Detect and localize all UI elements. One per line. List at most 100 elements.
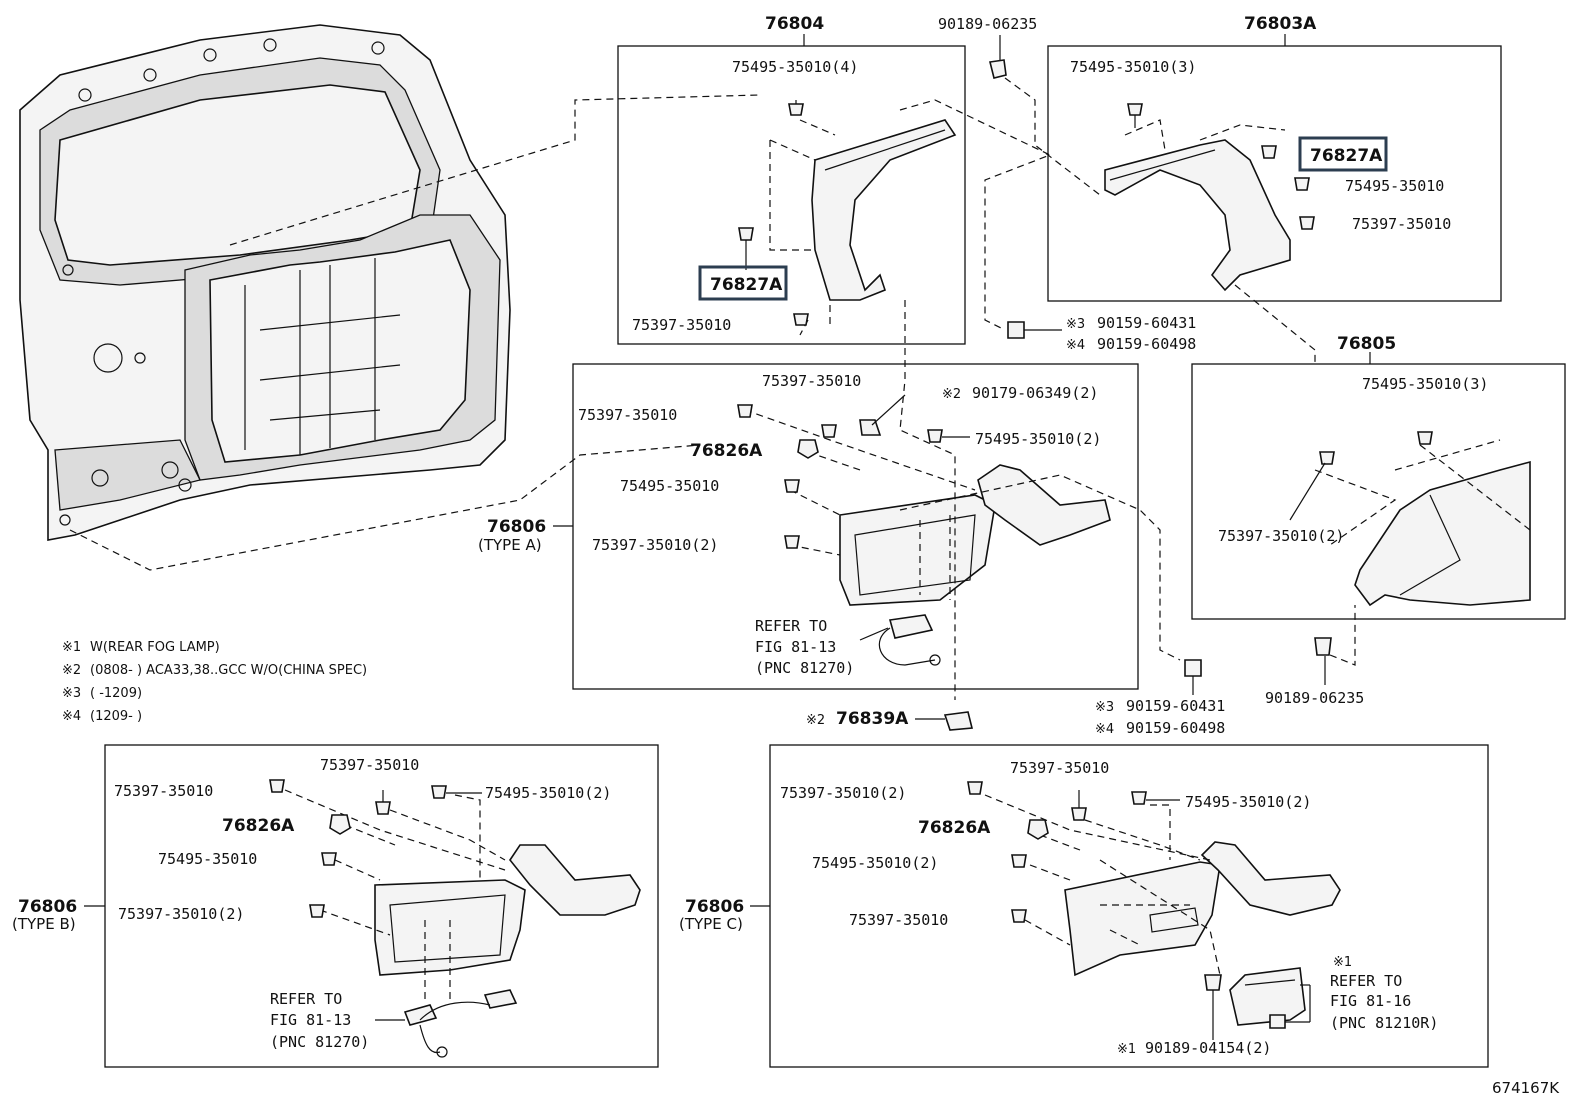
label-90159-60431-top: 90159-60431 [1097,314,1196,332]
labels: 76804 76803A 76805 90189-06235 75495-350… [12,14,1560,1097]
label-76806-b: 76806 [18,897,77,917]
label-75397-35010-2-c: 75397-35010(2) [780,784,906,802]
label-76826a-c: 76826A [918,818,991,838]
clip-icon [927,429,943,443]
label-76826a-a: 76826A [690,441,763,461]
label-90189-04154-2: 90189-04154(2) [1145,1039,1271,1057]
label-type-a: (TYPE A) [478,536,542,554]
label-90159-60498-top: 90159-60498 [1097,335,1196,353]
label-76827a-left: 76827A [710,275,783,295]
back-door-panel [19,24,511,541]
label-fig-81-13-a: FIG 81-13 [755,638,836,656]
label-75495-35010-2-a: 75495-35010(2) [975,430,1101,448]
label-75397-35010-c-top: 75397-35010 [1010,759,1109,777]
clip-icon [1131,791,1147,805]
clip-icon [784,535,800,549]
clip-icon [1071,807,1087,821]
label-76839a: 76839A [836,709,909,729]
box-76805 [1191,363,1566,620]
screw-icon [1204,974,1222,991]
label-75495-35010-3-right: 75495-35010(3) [1362,375,1488,393]
label-pnc-81270-b: (PNC 81270) [270,1033,369,1051]
label-75397-35010-box2: 75397-35010 [1352,215,1451,233]
label-75495-35010-a: 75495-35010 [620,477,719,495]
label-90189-06235-top: 90189-06235 [938,15,1037,33]
svg-text:※4: ※4 [1095,722,1114,737]
clip-icon [1294,177,1310,191]
box-76804 [617,45,966,345]
svg-text:※3: ※3 [1066,317,1085,332]
label-76826a-b: 76826A [222,816,295,836]
svg-text:※3: ※3 [62,686,81,701]
clip-icon [967,781,983,795]
label-76803a: 76803A [1244,14,1317,34]
svg-text:REFER TO: REFER TO [270,990,342,1008]
label-75397-35010-2-a: 75397-35010(2) [592,536,718,554]
clip-icon [375,801,391,815]
clip-icon [737,404,753,418]
fog-lamp-icon [1229,967,1306,1026]
clip-icon [1417,431,1433,445]
label-type-b: (TYPE B) [12,915,76,933]
license-lamp-icon [403,989,518,1058]
box-76806-type-c [769,744,1489,1068]
svg-text:REFER TO: REFER TO [755,617,827,635]
svg-text:※2: ※2 [62,663,81,678]
clip-icon [784,479,800,493]
label-75495-35010-box2: 75495-35010 [1345,177,1444,195]
clip-icon [431,785,447,799]
label-75397-35010-b-top: 75397-35010 [320,756,419,774]
label-76827a-right: 76827A [1310,146,1383,166]
note-3: ( -1209) [90,686,142,701]
svg-text:※1: ※1 [1117,1042,1136,1057]
clip-icon [309,904,325,918]
label-75397-35010-a-left: 75397-35010 [578,406,677,424]
screw-icon [1007,321,1025,339]
screw-icon [1269,1014,1286,1029]
clip-icon [269,779,285,793]
nut-icon [329,814,351,835]
svg-text:※3: ※3 [1095,700,1114,715]
clip-icon [1011,909,1027,923]
nut-icon [797,439,819,459]
diagram-id: 674167K [1492,1079,1560,1097]
svg-text:※2: ※2 [942,387,961,402]
label-75397-35010-2-b: 75397-35010(2) [118,905,244,923]
label-pnc-81270-a: (PNC 81270) [755,659,854,677]
label-76806-a: 76806 [487,517,546,537]
note-2: (0808- ) ACA33,38..GCC W/O(CHINA SPEC) [90,663,367,678]
bracket-icon [859,419,882,436]
clip-icon [1299,216,1315,230]
label-75495-35010-2-c-top: 75495-35010(2) [1185,793,1311,811]
label-75397-35010-box1: 75397-35010 [632,316,731,334]
note-4: (1209- ) [90,709,142,724]
license-lamp-icon [878,614,941,666]
nut-icon [1027,819,1049,840]
clip-icon [788,103,804,116]
screw-icon [1314,637,1332,656]
label-75397-35010-b-left: 75397-35010 [114,782,213,800]
label-90179-06349-2: 90179-06349(2) [972,384,1098,402]
screw-icon [1184,659,1202,677]
label-type-c: (TYPE C) [679,915,743,933]
label-76806-c: 76806 [685,897,744,917]
label-90189-06235-bottom: 90189-06235 [1265,689,1364,707]
svg-text:※4: ※4 [1066,338,1085,353]
label-pnc-81210r: (PNC 81210R) [1330,1014,1438,1032]
svg-text:REFER TO: REFER TO [1330,972,1402,990]
label-76804: 76804 [765,14,824,34]
label-75397-35010-c: 75397-35010 [849,911,948,929]
clip-icon [793,313,809,326]
label-75495-35010-3-top: 75495-35010(3) [1070,58,1196,76]
box-76803a [1047,45,1502,365]
label-90159-60431-bottom: 90159-60431 [1126,697,1225,715]
label-75397-35010-a-top: 75397-35010 [762,372,861,390]
label-75495-35010-b: 75495-35010 [158,850,257,868]
label-76805: 76805 [1337,334,1396,354]
svg-text:※2: ※2 [806,713,825,728]
door-leaders [69,94,761,571]
clip-icon [1127,103,1143,116]
label-fig-81-16: FIG 81-16 [1330,992,1411,1010]
box-76806-type-a [572,300,1181,700]
clip-76839a-icon [943,711,974,731]
